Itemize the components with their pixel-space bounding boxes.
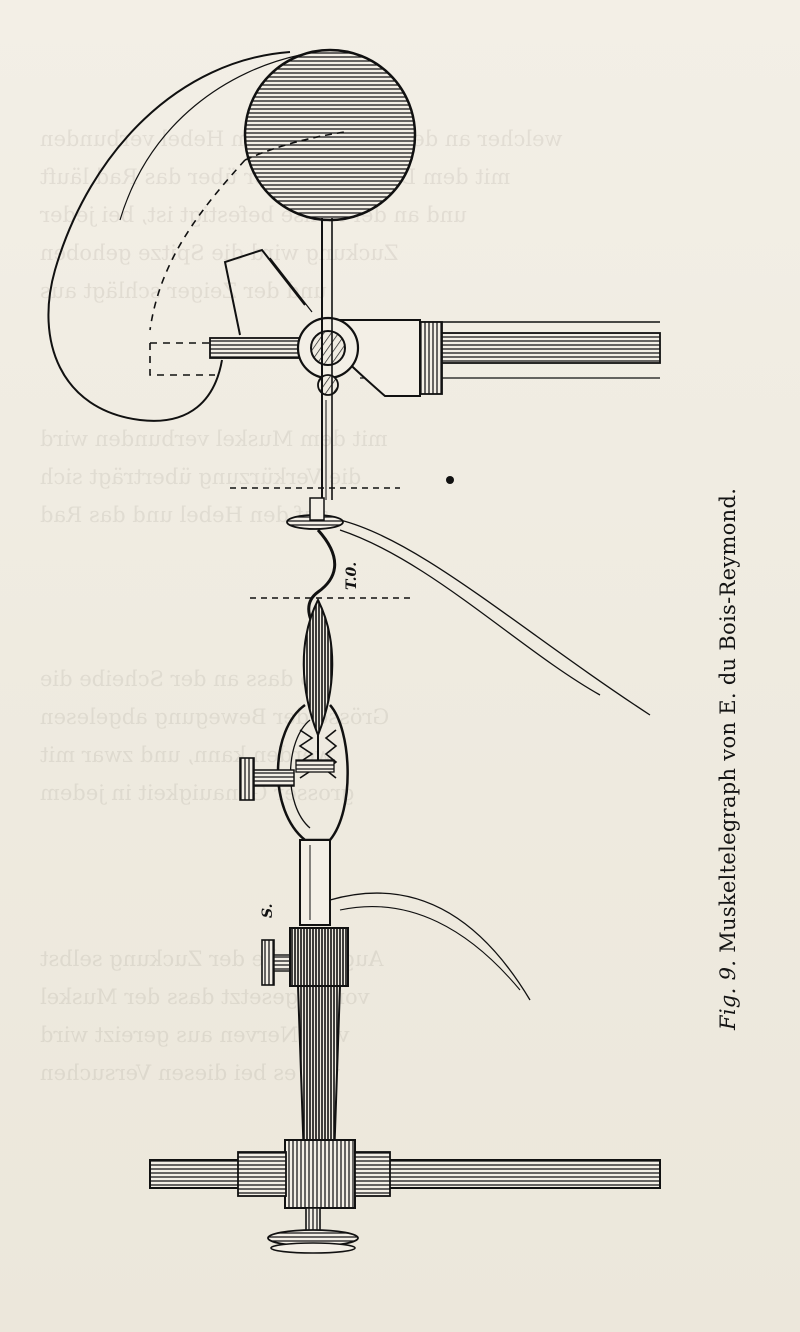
lower-column: [261, 839, 349, 1161]
label-t0: T.0.: [344, 562, 360, 590]
figure-title: Muskeltelegraph von E. du Bois-Reymond.: [716, 487, 740, 953]
pointer-traces: [329, 519, 651, 1001]
bottom-screw: [267, 1207, 359, 1254]
clamp-frame: [239, 703, 349, 842]
label-s: S.: [260, 904, 276, 919]
muscle-clamp-disk: [286, 497, 344, 530]
wire-loop: [47, 51, 301, 422]
top-wheel: [243, 48, 417, 222]
muscle-specimen: [302, 597, 334, 760]
figure-number: Fig. 9.: [716, 959, 740, 1030]
base-rod: [149, 1139, 661, 1209]
ink-spot: [446, 476, 454, 484]
upper-axle: [209, 248, 661, 397]
figure-caption: Fig. 9. Muskeltelegraph von E. du Bois-R…: [716, 488, 740, 1030]
vertical-rods: [321, 218, 333, 500]
